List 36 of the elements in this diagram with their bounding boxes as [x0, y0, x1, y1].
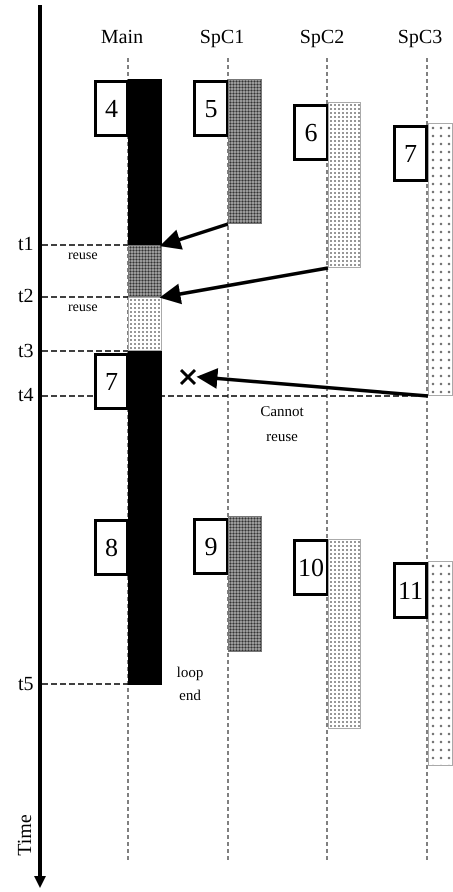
execution-bar: [428, 123, 453, 396]
axis-label: SpC3: [398, 26, 442, 48]
annotation-text: reuse: [68, 248, 98, 264]
task-number-card: 11: [393, 562, 428, 619]
axis-label: SpC1: [200, 26, 244, 48]
cross-mark: [180, 369, 196, 385]
execution-bar: [128, 245, 162, 297]
arrow: [196, 368, 428, 398]
task-number-card: 10: [293, 539, 329, 596]
axis-label: SpC2: [300, 26, 344, 48]
axis-label: Main: [100, 26, 144, 48]
execution-bar: [428, 561, 453, 766]
axis-label: t1: [18, 233, 34, 255]
task-number-card: 7: [393, 125, 428, 182]
execution-bar: [128, 79, 162, 245]
task-number-card: 6: [293, 104, 329, 161]
task-number-card: 9: [193, 518, 229, 575]
arrow: [160, 266, 328, 304]
axis-label: loop end: [176, 664, 204, 706]
task-number-card: 5: [193, 80, 229, 137]
execution-bar: [128, 351, 162, 685]
axis-label: t5: [18, 673, 34, 695]
execution-bar: [328, 539, 361, 729]
execution-bar: [228, 79, 262, 224]
execution-bar: [228, 516, 262, 652]
task-number-card: 7: [94, 353, 129, 410]
task-number-card: 8: [94, 519, 129, 576]
axis-label: t2: [18, 285, 34, 307]
axis-label: t3: [18, 340, 34, 362]
execution-bar: [128, 297, 162, 351]
execution-bar: [328, 102, 361, 268]
arrow: [160, 222, 229, 250]
axis-label: t4: [18, 384, 34, 406]
axis-label: Time: [14, 814, 36, 856]
task-number-card: 4: [94, 80, 129, 137]
annotation-text: reuse: [68, 300, 98, 316]
